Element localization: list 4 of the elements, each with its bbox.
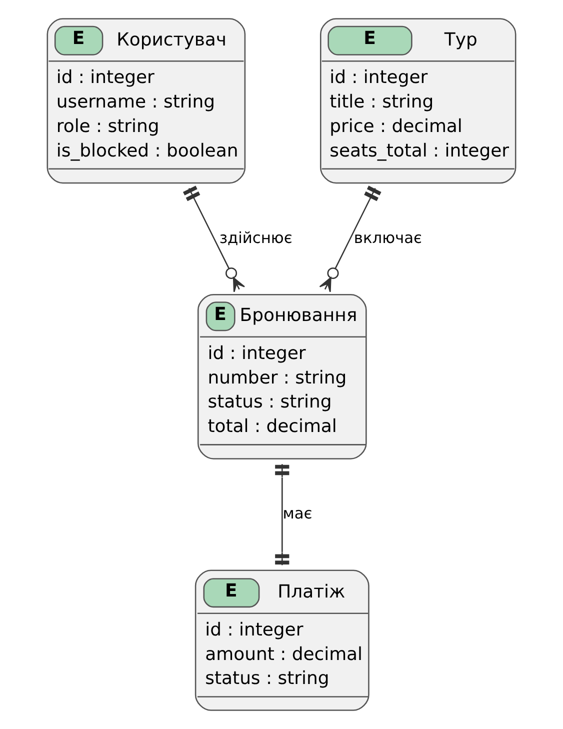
connector bbox=[319, 186, 382, 292]
edge-label: включає bbox=[354, 228, 422, 247]
edge-label: здійснює bbox=[219, 228, 292, 247]
edge-label: має bbox=[282, 504, 312, 523]
